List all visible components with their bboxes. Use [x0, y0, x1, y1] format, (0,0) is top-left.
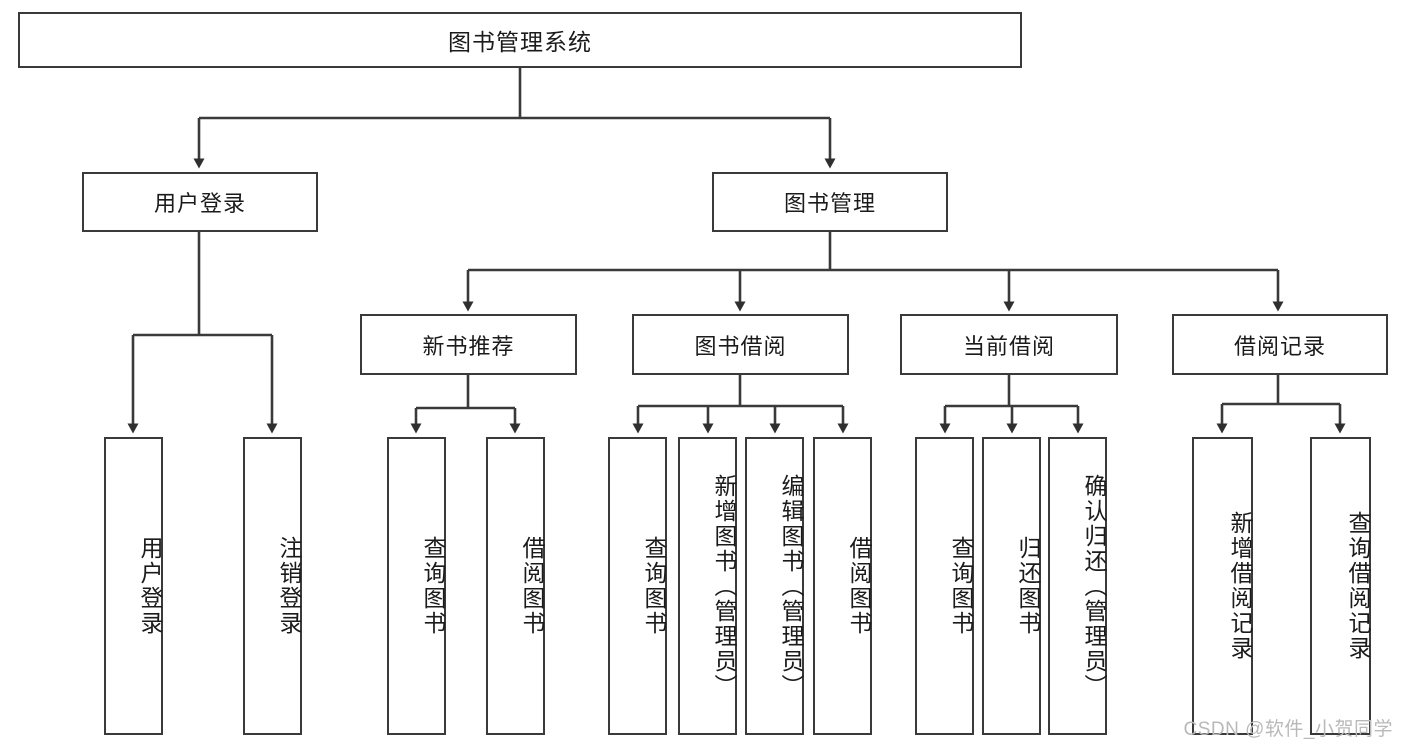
node-current-borrow[interactable]: 当前借阅 — [900, 314, 1118, 375]
node-label: 查询图书 — [641, 536, 667, 636]
node-leaf-query-book-current[interactable]: 查询图书 — [915, 437, 974, 735]
node-label: 图书管理系统 — [448, 29, 592, 55]
node-book-management[interactable]: 图书管理 — [712, 172, 948, 232]
node-leaf-confirm-return-admin[interactable]: 确认归还（管理员） — [1048, 437, 1107, 735]
node-label: 新书推荐 — [422, 333, 515, 359]
node-label: 借阅图书 — [846, 536, 872, 636]
node-label: 编辑图书（管理员） — [778, 473, 804, 699]
node-leaf-edit-book-admin[interactable]: 编辑图书（管理员） — [745, 437, 804, 735]
node-label: 用户登录 — [137, 536, 163, 636]
node-user-login[interactable]: 用户登录 — [82, 172, 318, 232]
node-label: 查询图书 — [420, 536, 446, 636]
node-leaf-return-book[interactable]: 归还图书 — [982, 437, 1041, 735]
node-label: 确认归还（管理员） — [1081, 473, 1107, 699]
watermark: CSDN @软件_小贺同学 — [1183, 719, 1393, 740]
node-leaf-query-book-recommend[interactable]: 查询图书 — [387, 437, 446, 735]
node-leaf-add-borrow-record[interactable]: 新增借阅记录 — [1192, 437, 1253, 735]
node-label: 借阅图书 — [519, 536, 545, 636]
node-label: 用户登录 — [153, 191, 246, 216]
node-root-book-management-system[interactable]: 图书管理系统 — [18, 12, 1022, 68]
node-borrow-record[interactable]: 借阅记录 — [1172, 314, 1388, 375]
node-label: 当前借阅 — [962, 333, 1055, 359]
node-label: 注销登录 — [276, 536, 302, 636]
node-label: 归还图书 — [1015, 536, 1041, 636]
node-label: 新增图书（管理员） — [711, 473, 737, 699]
node-leaf-logout[interactable]: 注销登录 — [243, 437, 302, 735]
node-new-book-recommend[interactable]: 新书推荐 — [360, 314, 577, 375]
node-label: 新增借阅记录 — [1227, 511, 1253, 661]
node-label: 查询图书 — [948, 536, 974, 636]
node-leaf-query-borrow-record[interactable]: 查询借阅记录 — [1310, 437, 1371, 735]
node-label: 查询借阅记录 — [1345, 511, 1371, 661]
node-label: 图书借阅 — [694, 333, 787, 359]
node-book-borrow[interactable]: 图书借阅 — [632, 314, 849, 375]
node-leaf-borrow-book-recommend[interactable]: 借阅图书 — [486, 437, 545, 735]
node-leaf-borrow-book[interactable]: 借阅图书 — [813, 437, 872, 735]
node-label: 图书管理 — [783, 191, 876, 216]
node-leaf-query-book-borrow[interactable]: 查询图书 — [608, 437, 667, 735]
node-label: 借阅记录 — [1233, 333, 1326, 359]
node-leaf-add-book-admin[interactable]: 新增图书（管理员） — [678, 437, 737, 735]
node-leaf-user-login[interactable]: 用户登录 — [104, 437, 163, 735]
